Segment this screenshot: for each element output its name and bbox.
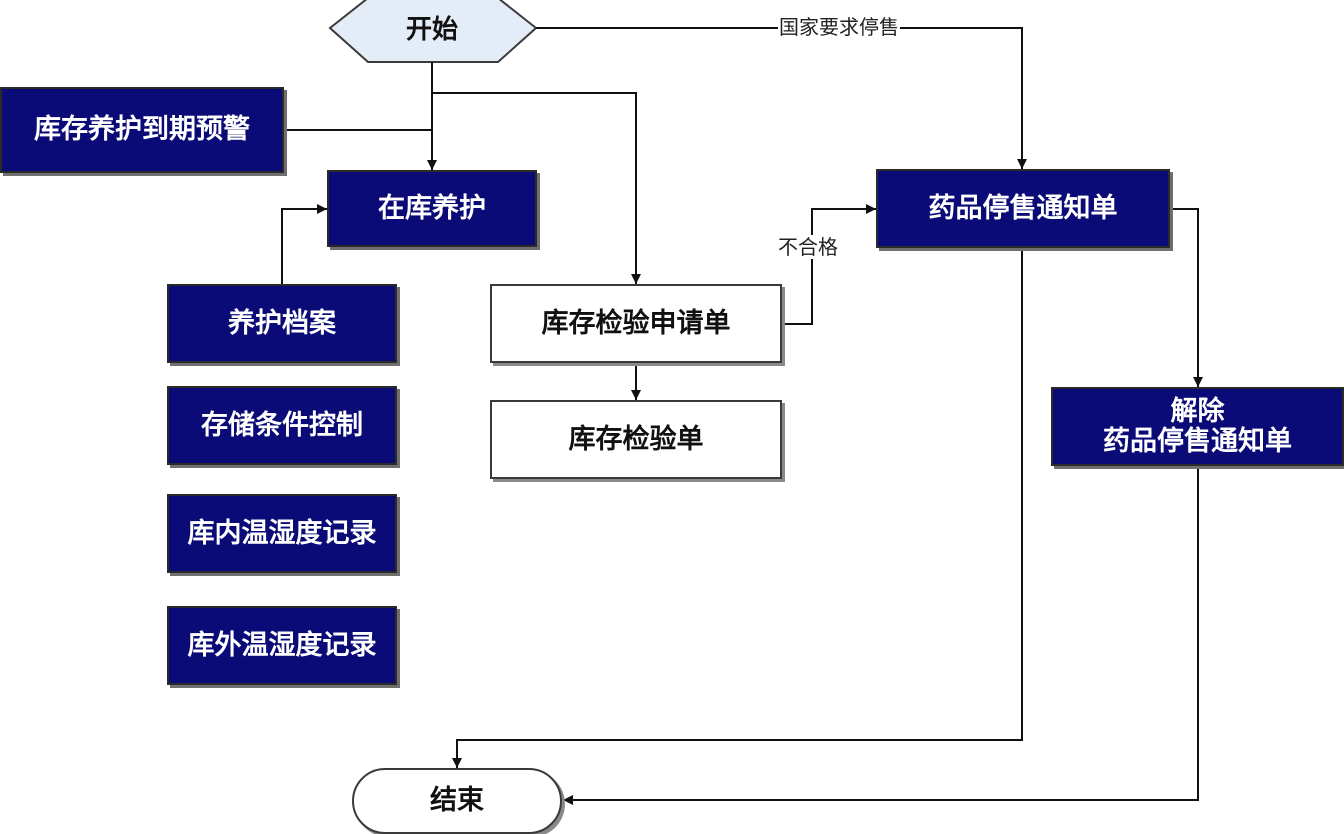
edge-start-to-inspection-request [432, 92, 641, 284]
node-end[interactable]: 结束 [352, 768, 562, 834]
edge-stop-sale-to-end [452, 248, 1023, 768]
node-stock-maintenance-warning[interactable]: 库存养护到期预警 [0, 87, 284, 173]
edge-lift-to-end [563, 466, 1199, 805]
lift-node-line-2: 药品停售通知单 [1103, 425, 1292, 457]
node-inventory-inspection-request[interactable]: 库存检验申请单 [490, 284, 782, 363]
edge-archive-to-maintenance [281, 204, 327, 284]
edge-label-unqualified: 不合格 [777, 235, 839, 259]
node-in-stock-maintenance[interactable]: 在库养护 [327, 170, 537, 247]
edge-request-to-stop-sale [782, 204, 876, 325]
node-outdoor-temp-humidity-record[interactable]: 库外温湿度记录 [167, 606, 397, 685]
node-storage-condition-control[interactable]: 存储条件控制 [167, 386, 397, 465]
node-lift-drug-stop-sale-notice[interactable]: 解除 药品停售通知单 [1051, 387, 1344, 466]
node-maintenance-archive[interactable]: 养护档案 [167, 284, 397, 363]
lift-node-line-1: 解除 [1170, 395, 1225, 427]
node-drug-stop-sale-notice[interactable]: 药品停售通知单 [876, 169, 1170, 248]
edge-label-national-requirement: 国家要求停售 [778, 15, 900, 39]
node-inventory-inspection-sheet[interactable]: 库存检验单 [490, 400, 782, 479]
edge-start-to-stop-sale [536, 27, 1027, 169]
start-node-label: 开始 [406, 15, 458, 45]
node-indoor-temp-humidity-record[interactable]: 库内温湿度记录 [167, 494, 397, 573]
edge-stop-sale-to-lift [1170, 208, 1203, 387]
